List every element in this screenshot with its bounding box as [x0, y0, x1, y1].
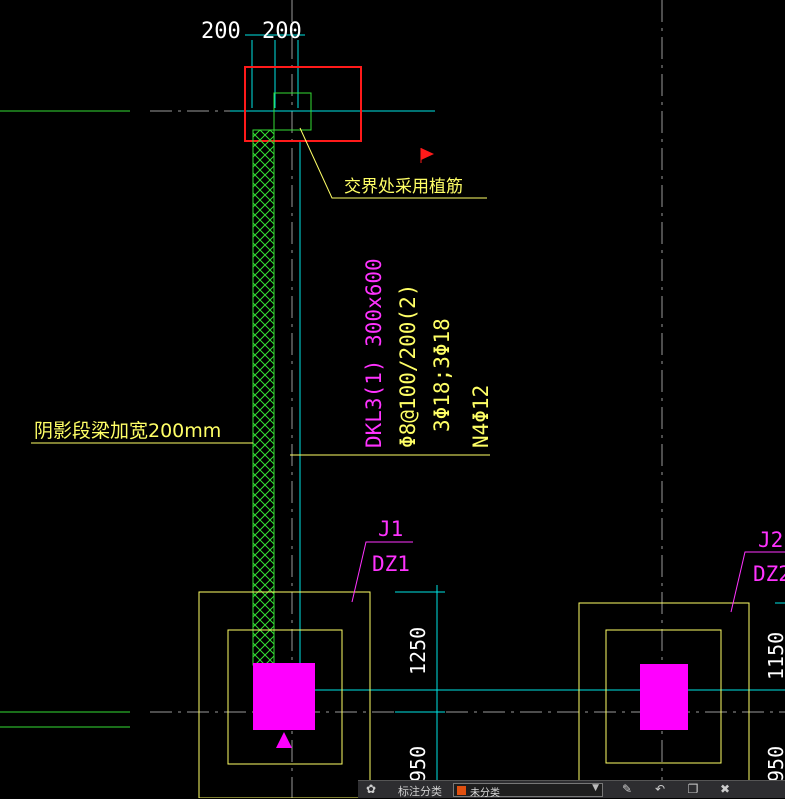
shadow-note-text: 阴影段梁加宽200mm	[34, 420, 221, 442]
chevron-down-icon: ▼	[592, 783, 599, 793]
annotation-icon[interactable]: ✿	[365, 782, 377, 796]
left-green-lines	[0, 110, 130, 728]
annotation-category-select[interactable]: 未分类 ▼	[453, 783, 603, 799]
rebar-note-text: 交界处采用植筋	[344, 177, 463, 197]
copy-icon[interactable]: ❐	[687, 782, 699, 796]
annotation-toolbar: ✿ 标注分类 未分类 ▼ ✎ ↶ ❐ ✖	[358, 780, 785, 799]
flag-marker-icon	[421, 148, 434, 160]
undo-icon[interactable]: ↶	[654, 782, 666, 796]
highlight-box	[244, 66, 362, 142]
column-top-outline	[273, 92, 312, 131]
dimension-right: 200	[262, 19, 302, 44]
foundation-j1-label: J1	[378, 517, 403, 541]
foundation-j2-column-label: DZ2	[753, 562, 785, 586]
dimension-left: 200	[201, 19, 241, 44]
column-j1	[253, 663, 315, 730]
widened-beam-hatch	[252, 129, 275, 666]
foundation-j2: J2 DZ2	[578, 528, 785, 798]
beam-label-line2: Φ8@100/200(2)	[396, 284, 420, 448]
dim-950: 950	[406, 746, 430, 782]
pen-icon[interactable]: ✎	[621, 782, 633, 796]
foundation-j1-column-label: DZ1	[372, 552, 410, 576]
annotation-category-label: 标注分类	[398, 785, 442, 798]
beam-label-line3: 3Φ18;3Φ18	[430, 318, 454, 432]
dim-j2-upper: 1150	[764, 632, 785, 680]
foundation-j1: J1 DZ1	[198, 517, 413, 798]
rebar-note-leader	[299, 127, 487, 199]
beam-label-group: DKL3(1) 300x600 Φ8@100/200(2) 3Φ18;3Φ18 …	[290, 258, 493, 456]
delete-icon[interactable]: ✖	[719, 782, 731, 796]
dim-j2-lower: 950	[764, 746, 785, 782]
column-marker-icon	[276, 732, 292, 748]
dim-1250: 1250	[406, 627, 430, 675]
column-j2	[640, 664, 688, 730]
foundation-j2-label: J2	[758, 528, 783, 552]
beam-label-line4: N4Φ12	[469, 385, 493, 448]
beam-label-line1: DKL3(1) 300x600	[362, 258, 386, 448]
category-color-swatch	[457, 786, 466, 795]
category-select-value: 未分类	[470, 788, 500, 799]
